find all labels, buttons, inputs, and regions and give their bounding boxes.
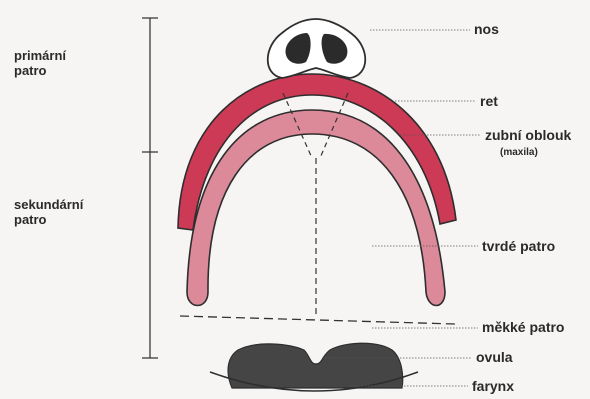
- primary-palate-label: primární patro: [14, 48, 66, 78]
- secondary-palate-label: sekundární patro: [14, 197, 83, 227]
- label-soft-palate: měkké patro: [482, 320, 564, 334]
- label-pharynx: farynx: [472, 379, 514, 393]
- nose-shape: [268, 19, 366, 78]
- soft-palate-boundary: [180, 316, 455, 324]
- label-dental-arch: zubní oblouk: [485, 128, 571, 142]
- label-uvula: ovula: [476, 350, 513, 364]
- label-dental-arch-sub: (maxila): [500, 148, 538, 158]
- secondary-palate-line-1: sekundární: [14, 197, 83, 212]
- label-lip: ret: [480, 94, 498, 108]
- primary-palate-line-1: primární: [14, 48, 66, 63]
- secondary-palate-line-2: patro: [14, 212, 83, 227]
- label-hard-palate: tvrdé patro: [482, 239, 555, 253]
- soft-palate-shape: [228, 343, 403, 388]
- label-nose: nos: [474, 22, 499, 36]
- primary-palate-line-2: patro: [14, 63, 66, 78]
